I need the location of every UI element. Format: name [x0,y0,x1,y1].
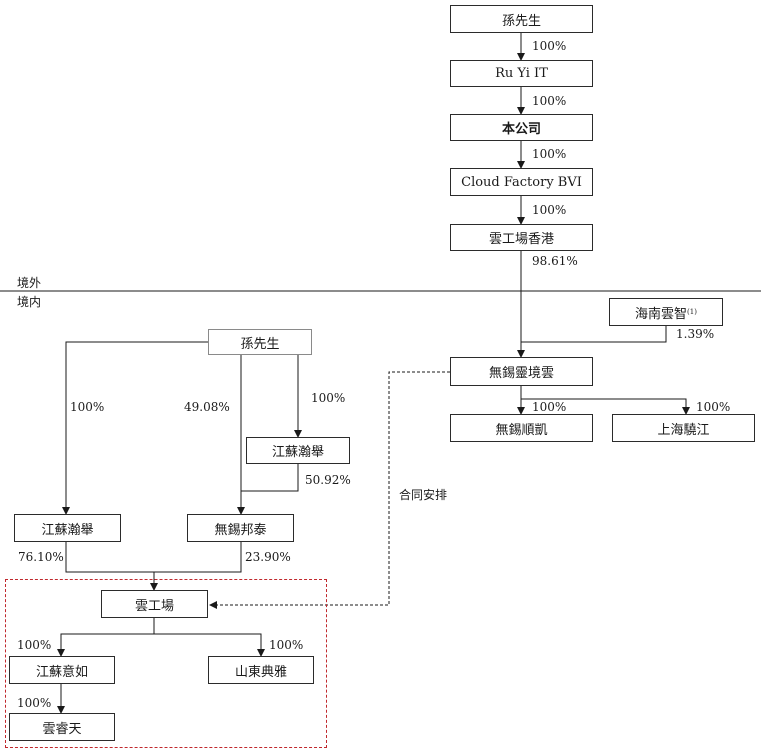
entity-yungongchang: 雲工場 [101,590,208,618]
footnote-marker: (1) [687,308,697,316]
entity-mr-sun-offshore: 孫先生 [450,5,593,33]
pct-lingjing-to-xiaojiang: 100% [696,400,731,414]
pct-sun-to-bangtai: 49.08% [184,400,230,414]
pct-hanju-upper-to-bangtai: 50.92% [305,473,351,487]
entity-hainan-yunzhi-label: 海南雲智 [635,306,688,322]
pct-hainan-to-lingjing: 1.39% [676,327,715,341]
entity-company: 本公司 [450,114,593,141]
pct-bangtai-to-ygc: 23.90% [245,550,291,564]
entity-cloud-factory-bvi: Cloud Factory BVI [450,168,593,196]
pct-sun-to-ruyi: 100% [532,39,567,53]
pct-yiru-to-yunchuntian: 100% [17,696,52,710]
offshore-label: 境外 [17,276,42,290]
group-boundary-box [5,579,327,748]
entity-jiangsu-yiru: 江蘇意如 [9,656,115,684]
entity-mr-sun-domestic: 孫先生 [208,329,312,355]
entity-hainan-yunzhi: 海南雲智(1) [609,298,723,326]
pct-ygc-to-dianya: 100% [269,638,304,652]
contractual-arrangement-label: 合同安排 [399,488,448,502]
entity-jiangsu-hanju-upper: 江蘇瀚舉 [246,437,350,464]
entity-jiangsu-hanju-lower: 江蘇瀚舉 [14,514,121,542]
pct-bvi-to-hk: 100% [532,203,567,217]
entity-wuxi-lingjing: 無錫靈境雲 [450,357,593,386]
entity-shanghai-xiaojiang: 上海驍江 [612,414,755,442]
pct-company-to-bvi: 100% [532,147,567,161]
pct-sun-to-hanju-upper: 100% [311,391,346,405]
pct-hk-to-lingjing: 98.61% [532,254,578,268]
pct-lingjing-to-shunkai: 100% [532,400,567,414]
pct-sun-to-hanju-lower: 100% [70,400,105,414]
entity-wuxi-shunkai: 無錫順凱 [450,414,593,442]
entity-shandong-dianya: 山東典雅 [208,656,314,684]
entity-ruyi-it: Ru Yi IT [450,60,593,87]
entity-ygc-hk: 雲工場香港 [450,224,593,251]
pct-ygc-to-yiru: 100% [17,638,52,652]
pct-hanju-lower-to-ygc: 76.10% [18,550,64,564]
onshore-label: 境内 [17,295,42,309]
entity-wuxi-bangtai: 無錫邦泰 [187,514,294,542]
pct-ruyi-to-company: 100% [532,94,567,108]
entity-yunchuntian: 雲睿天 [9,713,115,741]
